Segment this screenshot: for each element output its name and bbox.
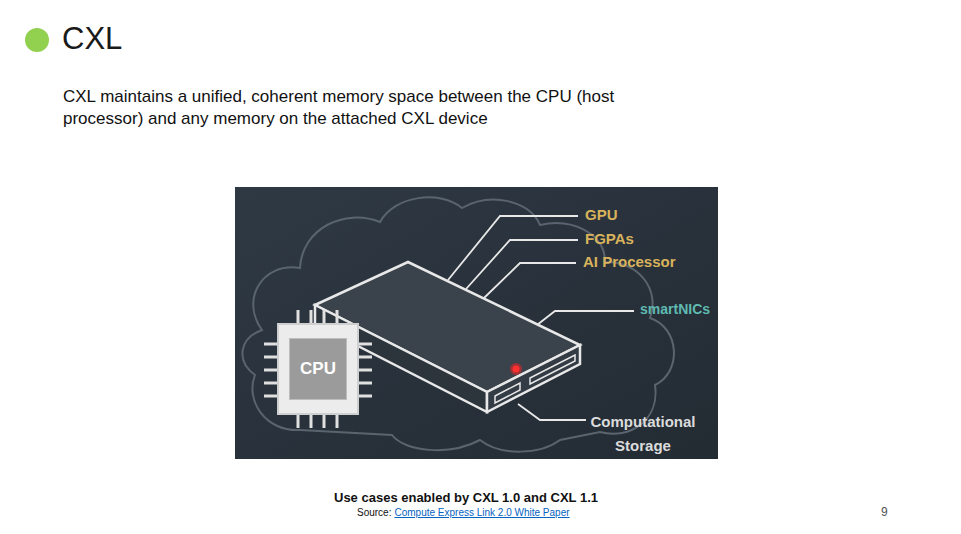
node-label: CPU <box>300 359 336 379</box>
cpu-box: CPU <box>289 338 347 400</box>
use-case-label: AI Processor <box>583 253 676 270</box>
source-prefix: Source: <box>357 507 391 518</box>
body-text: CXL maintains a unified, coherent memory… <box>63 86 673 130</box>
image-ground <box>235 187 718 459</box>
slide-title: CXL <box>62 21 122 57</box>
bullet-dot <box>25 28 49 52</box>
cpu-chip <box>264 310 372 428</box>
source-link: Compute Express Link 2.0 White Paper <box>394 507 569 518</box>
figure-caption: Use cases enabled by CXL 1.0 and CXL 1.1 <box>334 490 598 505</box>
page-number: 9 <box>881 505 888 519</box>
leader-lines <box>448 216 634 420</box>
use-case-label: FGPAs <box>585 230 634 247</box>
use-case-label: Computational Storage <box>588 410 698 458</box>
use-case-label: GPU <box>585 206 618 223</box>
use-case-label: smartNICs <box>640 301 710 317</box>
